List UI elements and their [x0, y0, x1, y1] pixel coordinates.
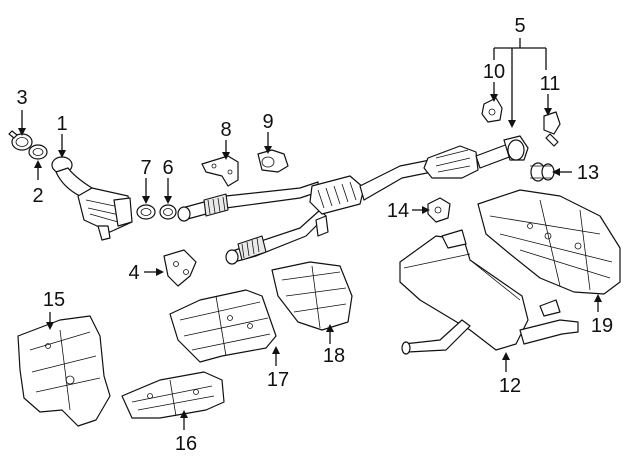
part-10-clamp [481, 97, 503, 123]
callout-6: 6 [162, 157, 173, 179]
leader-lines [18, 38, 602, 430]
callout-19: 19 [591, 315, 613, 337]
part-14-rubber-mount [427, 197, 451, 223]
callout-7: 7 [140, 157, 151, 179]
callout-13: 13 [577, 162, 599, 184]
part-8-bracket [201, 155, 239, 187]
part-15-heat-shield [17, 315, 111, 427]
part-5-center-pipe [423, 135, 529, 179]
callout-10: 10 [483, 61, 505, 83]
part-11-hanger [543, 111, 561, 147]
callout-16: 16 [175, 433, 197, 455]
callout-5: 5 [514, 15, 525, 37]
callout-12: 12 [499, 375, 521, 397]
part-18-heat-shield [271, 261, 353, 331]
part-12-muffler [399, 229, 579, 355]
part-6-gasket [159, 204, 177, 220]
part-9-rubber-hanger [257, 149, 289, 173]
callout-17: 17 [267, 369, 289, 391]
part-4-bracket [163, 249, 197, 287]
callout-15: 15 [43, 289, 65, 311]
callout-numbers: 3 2 1 7 6 8 9 5 10 11 13 14 4 15 16 17 1… [16, 15, 613, 455]
callout-14: 14 [387, 200, 409, 222]
part-7-clamp [136, 204, 156, 220]
part-2-gasket [28, 144, 48, 160]
part-1-catalytic-converter [51, 156, 133, 241]
callout-4: 4 [128, 262, 139, 284]
callout-18: 18 [323, 345, 345, 367]
callout-2: 2 [32, 185, 43, 207]
callout-11: 11 [540, 73, 561, 95]
part-13-clamp [530, 162, 555, 182]
part-16-heat-shield [121, 371, 225, 419]
callout-1: 1 [56, 113, 67, 135]
callout-9: 9 [262, 111, 273, 133]
callout-3: 3 [16, 87, 27, 109]
part-17-heat-shield [169, 289, 277, 363]
callout-8: 8 [220, 119, 231, 141]
part-19-heat-shield [477, 189, 621, 295]
part-3-clamp [8, 130, 33, 151]
